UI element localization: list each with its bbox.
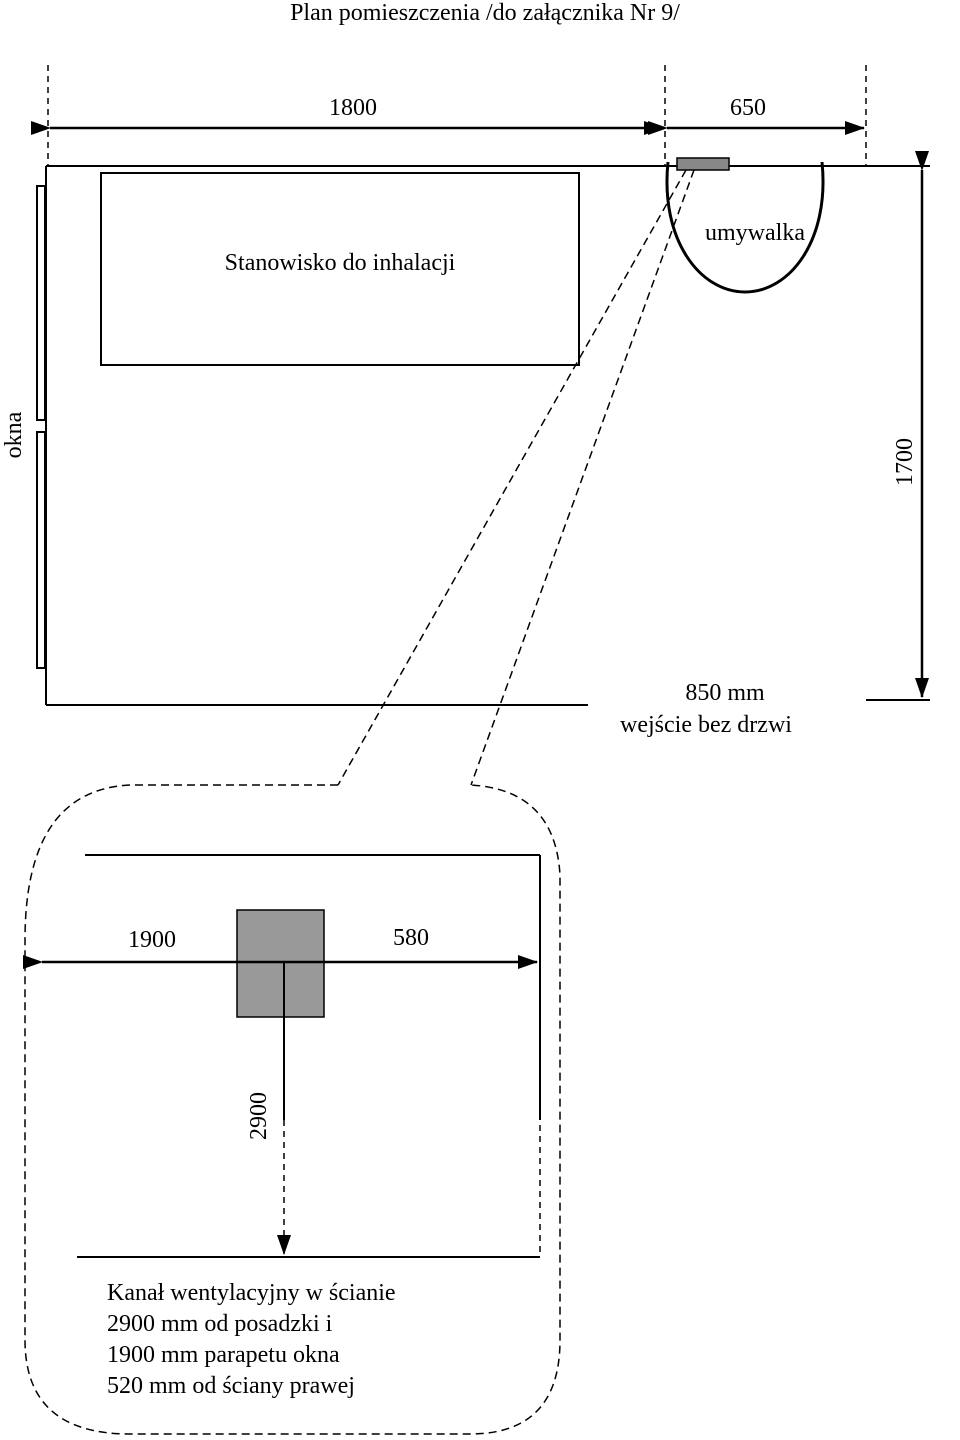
entrance-description-label: wejście bez drzwi xyxy=(620,712,792,738)
leader-line-left xyxy=(337,169,687,786)
window-upper xyxy=(36,185,46,421)
detail-note-line-3: 1900 mm parapetu okna xyxy=(107,1342,340,1368)
detail-dimension-label-2900: 2900 xyxy=(246,1092,272,1140)
dimension-label-1800: 1800 xyxy=(329,95,377,121)
detail-dimension-label-580: 580 xyxy=(393,925,429,951)
dimension-label-1700: 1700 xyxy=(892,438,918,486)
windows-label: okna xyxy=(1,411,27,458)
detail-note-line-2: 2900 mm od posadzki i xyxy=(107,1311,333,1337)
detail-note-line-1: Kanał wentylacyjny w ścianie xyxy=(107,1280,396,1306)
inhalation-station xyxy=(100,172,580,366)
detail-note-line-4: 520 mm od ściany prawej xyxy=(107,1373,355,1399)
vent-marker xyxy=(676,157,730,171)
plan-title: Plan pomieszczenia /do załącznika Nr 9/ xyxy=(290,0,680,26)
ventilation-duct xyxy=(236,909,325,1018)
window-lower xyxy=(36,431,46,669)
detail-dimension-label-1900: 1900 xyxy=(128,927,176,953)
sink-label: umywalka xyxy=(705,220,805,246)
entrance-width-label: 850 mm xyxy=(685,680,765,706)
leader-line-right xyxy=(470,169,695,786)
inhalation-station-label: Stanowisko do inhalacji xyxy=(225,250,456,276)
detail-callout-outline xyxy=(24,784,561,1435)
dimension-label-650: 650 xyxy=(730,95,766,121)
